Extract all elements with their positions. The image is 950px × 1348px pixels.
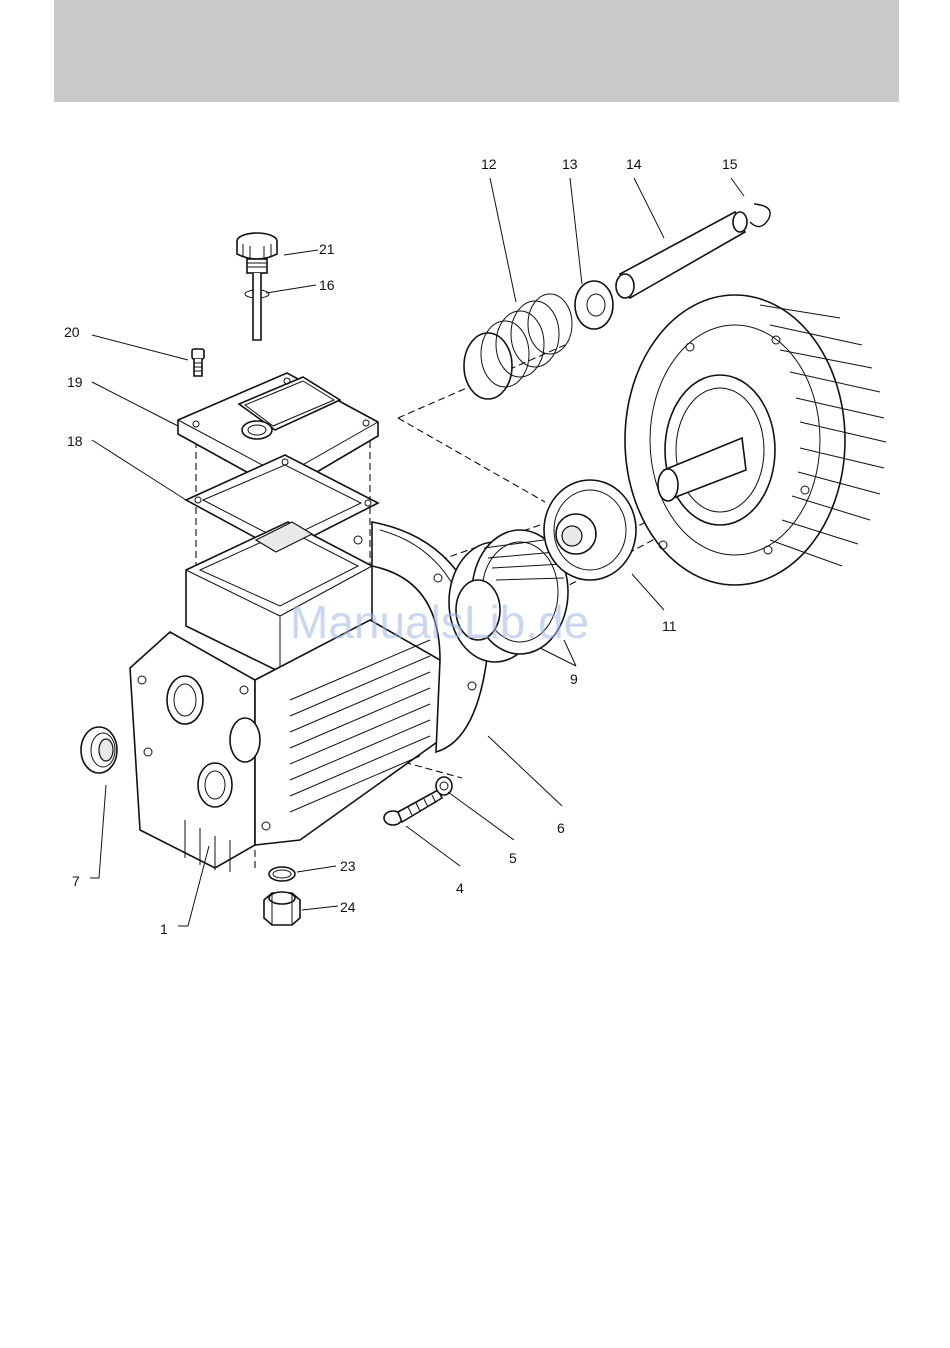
callout-14: 14 <box>626 156 642 172</box>
callout-6: 6 <box>557 820 565 836</box>
callout-20: 20 <box>64 324 80 340</box>
lock-washer <box>436 777 452 795</box>
motor-end-housing <box>625 295 886 585</box>
callout-21: 21 <box>319 241 335 257</box>
callout-1: 1 <box>160 921 168 937</box>
callout-9: 9 <box>570 671 578 687</box>
callout-16: 16 <box>319 277 335 293</box>
threaded-plug <box>81 727 117 773</box>
callout-15: 15 <box>722 156 738 172</box>
drain-plug <box>264 892 300 925</box>
watermark: ManualsLib.de <box>290 596 589 648</box>
callout-7: 7 <box>72 873 80 889</box>
callout-19: 19 <box>67 374 83 390</box>
callout-23: 23 <box>340 858 356 874</box>
callout-18: 18 <box>67 433 83 449</box>
compression-spring <box>464 294 572 399</box>
oil-filler-cap <box>237 233 277 340</box>
callout-24: 24 <box>340 899 356 915</box>
circlip <box>750 204 770 227</box>
callout-13: 13 <box>562 156 578 172</box>
pump-housing <box>130 522 488 872</box>
seal-ring <box>269 867 295 881</box>
flange-screw <box>384 790 442 825</box>
callout-11: 11 <box>662 618 677 634</box>
shaft-pin <box>616 212 747 298</box>
callout-5: 5 <box>509 850 517 866</box>
cover-screw <box>192 349 204 376</box>
bearing-seal <box>544 480 636 580</box>
spring-washer <box>575 281 613 329</box>
callout-12: 12 <box>481 156 497 172</box>
callout-4: 4 <box>456 880 464 896</box>
